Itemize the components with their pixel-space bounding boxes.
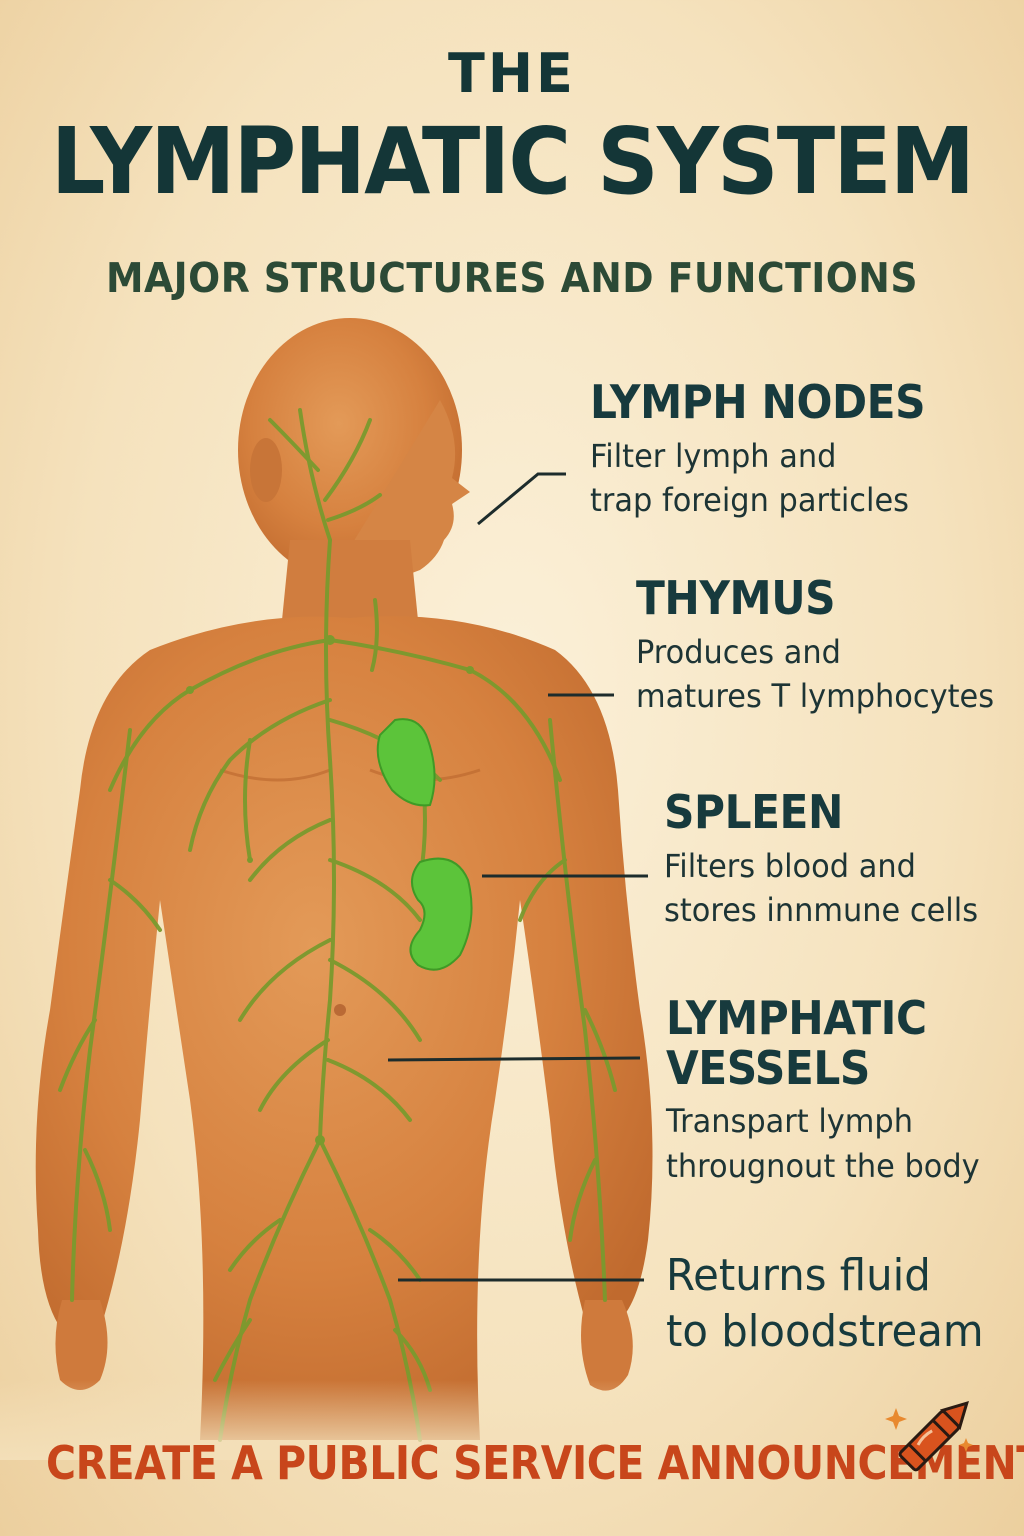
sparkle-icon [885, 1408, 973, 1452]
lymph-nodes-heading: LYMPH NODES [590, 375, 926, 429]
thymus-heading: THYMUS [636, 571, 836, 625]
footer-banner: CREATE A PUBLIC SERVICE ANNOUNCEMENT [46, 1436, 1024, 1490]
spleen-desc-line-1: Filters blood and [664, 846, 916, 885]
label-lymphatic-vessels: LYMPHATIC VESSELS Transpart lymph throug… [666, 991, 996, 1188]
crayon-icon [885, 1401, 973, 1472]
returns-line-1: Returns fluid [666, 1250, 931, 1301]
lymph-nodes-desc-line-1: Filter lymph and [590, 436, 837, 475]
spleen-organ [409, 857, 473, 971]
label-thymus: THYMUS Produces and matures T lymphocyte… [636, 571, 1013, 718]
title-the: THE [448, 42, 576, 105]
lymphatic-vessels-heading: LYMPHATIC VESSELS [666, 991, 970, 1095]
thymus-organ [376, 718, 436, 807]
page-subtitle: MAJOR STRUCTURES AND FUNCTIONS [106, 254, 918, 302]
thymus-desc-line-1: Produces and [636, 632, 841, 671]
vessels-desc-line-1: Transpart lymph [666, 1102, 913, 1141]
page-title: LYMPHATIC SYSTEM [50, 108, 975, 215]
label-spleen: SPLEEN Filters blood and stores innmune … [664, 785, 995, 932]
lymph-nodes-description: Filter lymph and trap foreign particles [590, 434, 936, 522]
lymph-nodes-desc-line-2: trap foreign particles [590, 480, 910, 519]
returns-line-2: to bloodstream [666, 1306, 984, 1358]
spleen-desc-line-2: stores innmune cells [664, 890, 979, 929]
body-silhouette [35, 318, 653, 1440]
spleen-description: Filters blood and stores innmune cells [664, 844, 978, 932]
vessels-heading-line-1: LYMPHATIC [666, 991, 927, 1045]
lymphatic-vessels-description: Transpart lymph througnout the body [666, 1099, 980, 1187]
leader-lines [387, 472, 648, 1282]
returns-fluid-note: Returns fluid to bloodstream [666, 1248, 984, 1361]
thymus-description: Produces and matures T lymphocytes [636, 630, 994, 718]
leader-line-vessels [387, 1056, 641, 1062]
lymph-node-dots [186, 635, 474, 1145]
thymus-desc-line-2: matures T lymphocytes [636, 676, 995, 715]
label-lymph-nodes: LYMPH NODES Filter lymph and trap foreig… [590, 375, 954, 522]
leader-line-lymph-nodes [477, 472, 566, 526]
spleen-heading: SPLEEN [664, 785, 843, 839]
vessels-heading-line-2: VESSELS [666, 1040, 870, 1095]
vessels-desc-line-2: througnout the body [666, 1146, 980, 1185]
